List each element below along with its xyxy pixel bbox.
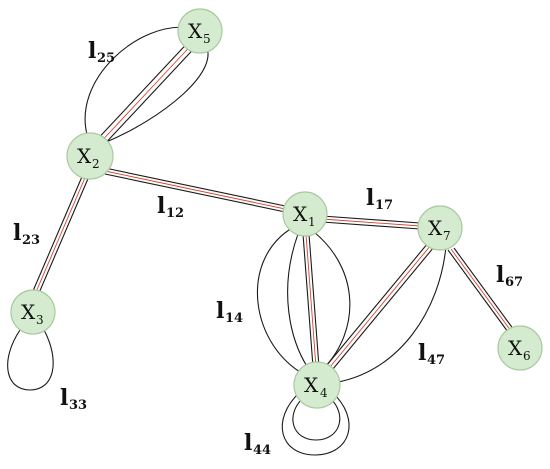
svg-text:17: 17	[375, 198, 393, 213]
svg-text:l: l	[216, 298, 224, 324]
node-x6-letter: X	[508, 336, 523, 360]
edge-x2-x5-line-b	[99, 39, 203, 150]
edge-x1-x4-a	[302, 233, 314, 368]
edge-x2-x5-line-red	[95, 37, 199, 148]
node-x4[interactable]: X 4	[293, 361, 341, 409]
edge-x1-x4-b	[308, 233, 320, 368]
edge-x1-x7-a	[321, 215, 421, 224]
edge-x7-x6-red	[450, 248, 512, 332]
edge-label-l12: l 12	[157, 193, 184, 221]
edge-x2-x1-a	[104, 167, 291, 208]
edge-label-l14: l 14	[216, 298, 243, 326]
svg-text:47: 47	[427, 353, 445, 368]
svg-text:25: 25	[97, 51, 115, 66]
edge-x7-x4-a	[321, 242, 429, 372]
svg-text:14: 14	[225, 311, 243, 326]
svg-text:23: 23	[22, 233, 40, 248]
svg-text:12: 12	[166, 206, 184, 221]
nodes: X 5 X 2 X 3 X 1 X 7 X 6 X	[10, 8, 543, 409]
node-x2-sub: 2	[92, 157, 100, 171]
edge-x7-x4-red	[324, 244, 432, 374]
node-x1-sub: 1	[308, 215, 316, 229]
edge-x1-x4-curve-right	[313, 231, 351, 369]
svg-text:l: l	[60, 385, 68, 411]
edge-label-l17: l 17	[366, 185, 393, 213]
node-x5[interactable]: X 5	[177, 8, 223, 54]
edge-x4-loop-outer	[281, 391, 350, 456]
node-x7-letter: X	[428, 216, 443, 240]
edge-x2-x5-curve-a	[84, 26, 191, 139]
node-x1-letter: X	[293, 202, 308, 226]
edge-x2-x1-b	[104, 173, 291, 214]
svg-text:l: l	[244, 430, 252, 456]
node-x5-letter: X	[188, 19, 203, 43]
edge-label-l67: l 67	[496, 262, 523, 290]
edge-label-l44: l 44	[244, 430, 271, 458]
edge-x7-x6-a	[447, 249, 509, 333]
svg-text:67: 67	[505, 275, 523, 290]
node-x6-sub: 6	[523, 349, 531, 363]
edge-x1-x7-b	[321, 221, 421, 230]
edge-x1-x4-red	[305, 233, 317, 368]
edge-x2-x3-b	[35, 173, 91, 301]
edge-label-l33: l 33	[60, 385, 87, 413]
node-x7-sub: 7	[443, 229, 451, 243]
edge-x4-loop-inner	[292, 397, 341, 441]
svg-text:l: l	[157, 193, 165, 219]
node-x7[interactable]: X 7	[417, 205, 463, 251]
edge-label-l25: l 25	[88, 38, 115, 66]
node-x3-letter: X	[21, 300, 36, 324]
edge-label-l47: l 47	[418, 340, 445, 368]
node-x4-sub: 4	[320, 386, 328, 400]
node-x2-letter: X	[77, 144, 92, 168]
edge-labels: l 25 l 23 l 12 l 17 l 67 l 14 l 47 l 33	[13, 38, 523, 458]
edge-x2-x3-red	[32, 172, 88, 300]
node-x2[interactable]: X 2	[66, 132, 114, 180]
edge-x1-x4-curve-inner-left	[287, 233, 309, 369]
node-x1[interactable]: X 1	[282, 191, 328, 237]
edge-x1-x4-curve-outer-left	[256, 227, 301, 373]
node-x4-letter: X	[304, 373, 319, 397]
edge-label-l23: l 23	[13, 220, 40, 248]
svg-text:44: 44	[253, 443, 271, 458]
svg-text:l: l	[366, 185, 374, 211]
svg-text:33: 33	[69, 398, 87, 413]
edge-x3-loop	[7, 329, 54, 391]
edge-x7-x4-curve	[337, 245, 447, 383]
node-x6[interactable]: X 6	[497, 325, 543, 371]
edge-x2-x5-curve-b	[103, 41, 209, 144]
svg-text:l: l	[496, 262, 504, 288]
svg-text:l: l	[88, 38, 96, 64]
svg-text:l: l	[13, 220, 21, 246]
edge-x7-x6-b	[453, 247, 515, 331]
edges	[7, 26, 515, 456]
edge-x2-x1-red	[104, 170, 291, 211]
edge-x2-x5-line-a	[91, 35, 195, 146]
node-x3-sub: 3	[36, 313, 44, 327]
node-x5-sub: 5	[203, 32, 211, 46]
node-x3[interactable]: X 3	[10, 289, 56, 335]
edge-x7-x4-b	[327, 246, 435, 376]
edge-x2-x3-a	[29, 171, 85, 299]
svg-text:l: l	[418, 340, 426, 366]
edge-x1-x7-red	[321, 218, 421, 227]
